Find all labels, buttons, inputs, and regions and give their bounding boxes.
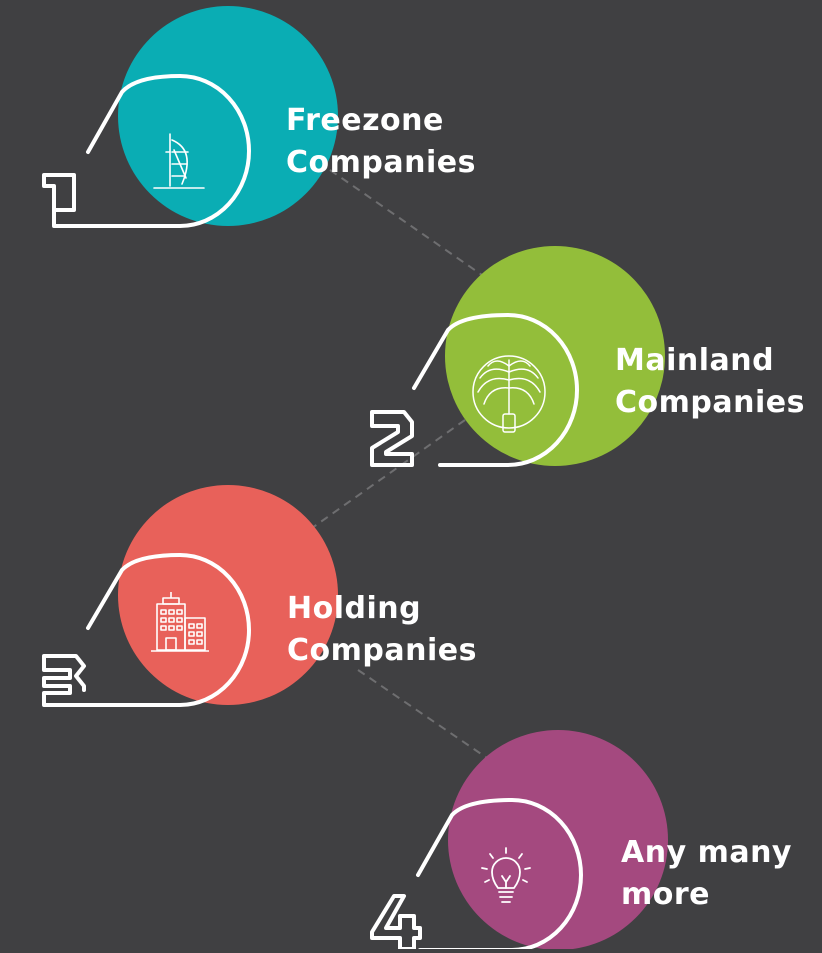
step-1 bbox=[42, 6, 338, 228]
step-3-label-line1: Holding bbox=[287, 591, 422, 626]
step-4-outline bbox=[416, 798, 583, 952]
connector-3-4 bbox=[357, 669, 491, 761]
step-1-circle bbox=[118, 6, 338, 226]
step-1-label-line1: Freezone bbox=[286, 103, 444, 138]
burj-al-arab-icon bbox=[153, 133, 205, 189]
step-4-label: Any many more bbox=[621, 832, 792, 916]
connectors bbox=[311, 169, 491, 761]
office-building-icon bbox=[151, 592, 209, 652]
step-2-number bbox=[370, 410, 414, 467]
step-3-outline bbox=[42, 553, 251, 707]
step-3-label-line2: Companies bbox=[287, 633, 477, 668]
lightbulb-icon bbox=[481, 847, 531, 903]
step-4-label-line2: more bbox=[621, 877, 711, 912]
step-1-label: Freezone Companies bbox=[286, 100, 476, 184]
step-1-label-line2: Companies bbox=[286, 145, 476, 180]
step-4 bbox=[370, 730, 668, 952]
step-2-label-line2: Companies bbox=[615, 385, 805, 420]
step-4-label-line1: Any many bbox=[621, 835, 792, 870]
step-4-circle bbox=[448, 730, 668, 950]
connector-2-3 bbox=[311, 419, 466, 529]
palm-island-icon bbox=[472, 355, 546, 433]
step-2-outline bbox=[412, 313, 579, 467]
step-2 bbox=[370, 246, 665, 467]
step-2-label-line1: Mainland bbox=[615, 343, 775, 378]
step-2-circle bbox=[445, 246, 665, 466]
step-2-label: Mainland Companies bbox=[615, 340, 805, 424]
connector-1-2 bbox=[329, 169, 483, 276]
step-1-outline bbox=[42, 74, 251, 228]
step-3 bbox=[42, 485, 338, 707]
step-3-label: Holding Companies bbox=[287, 588, 477, 672]
step-4-number bbox=[370, 894, 422, 951]
